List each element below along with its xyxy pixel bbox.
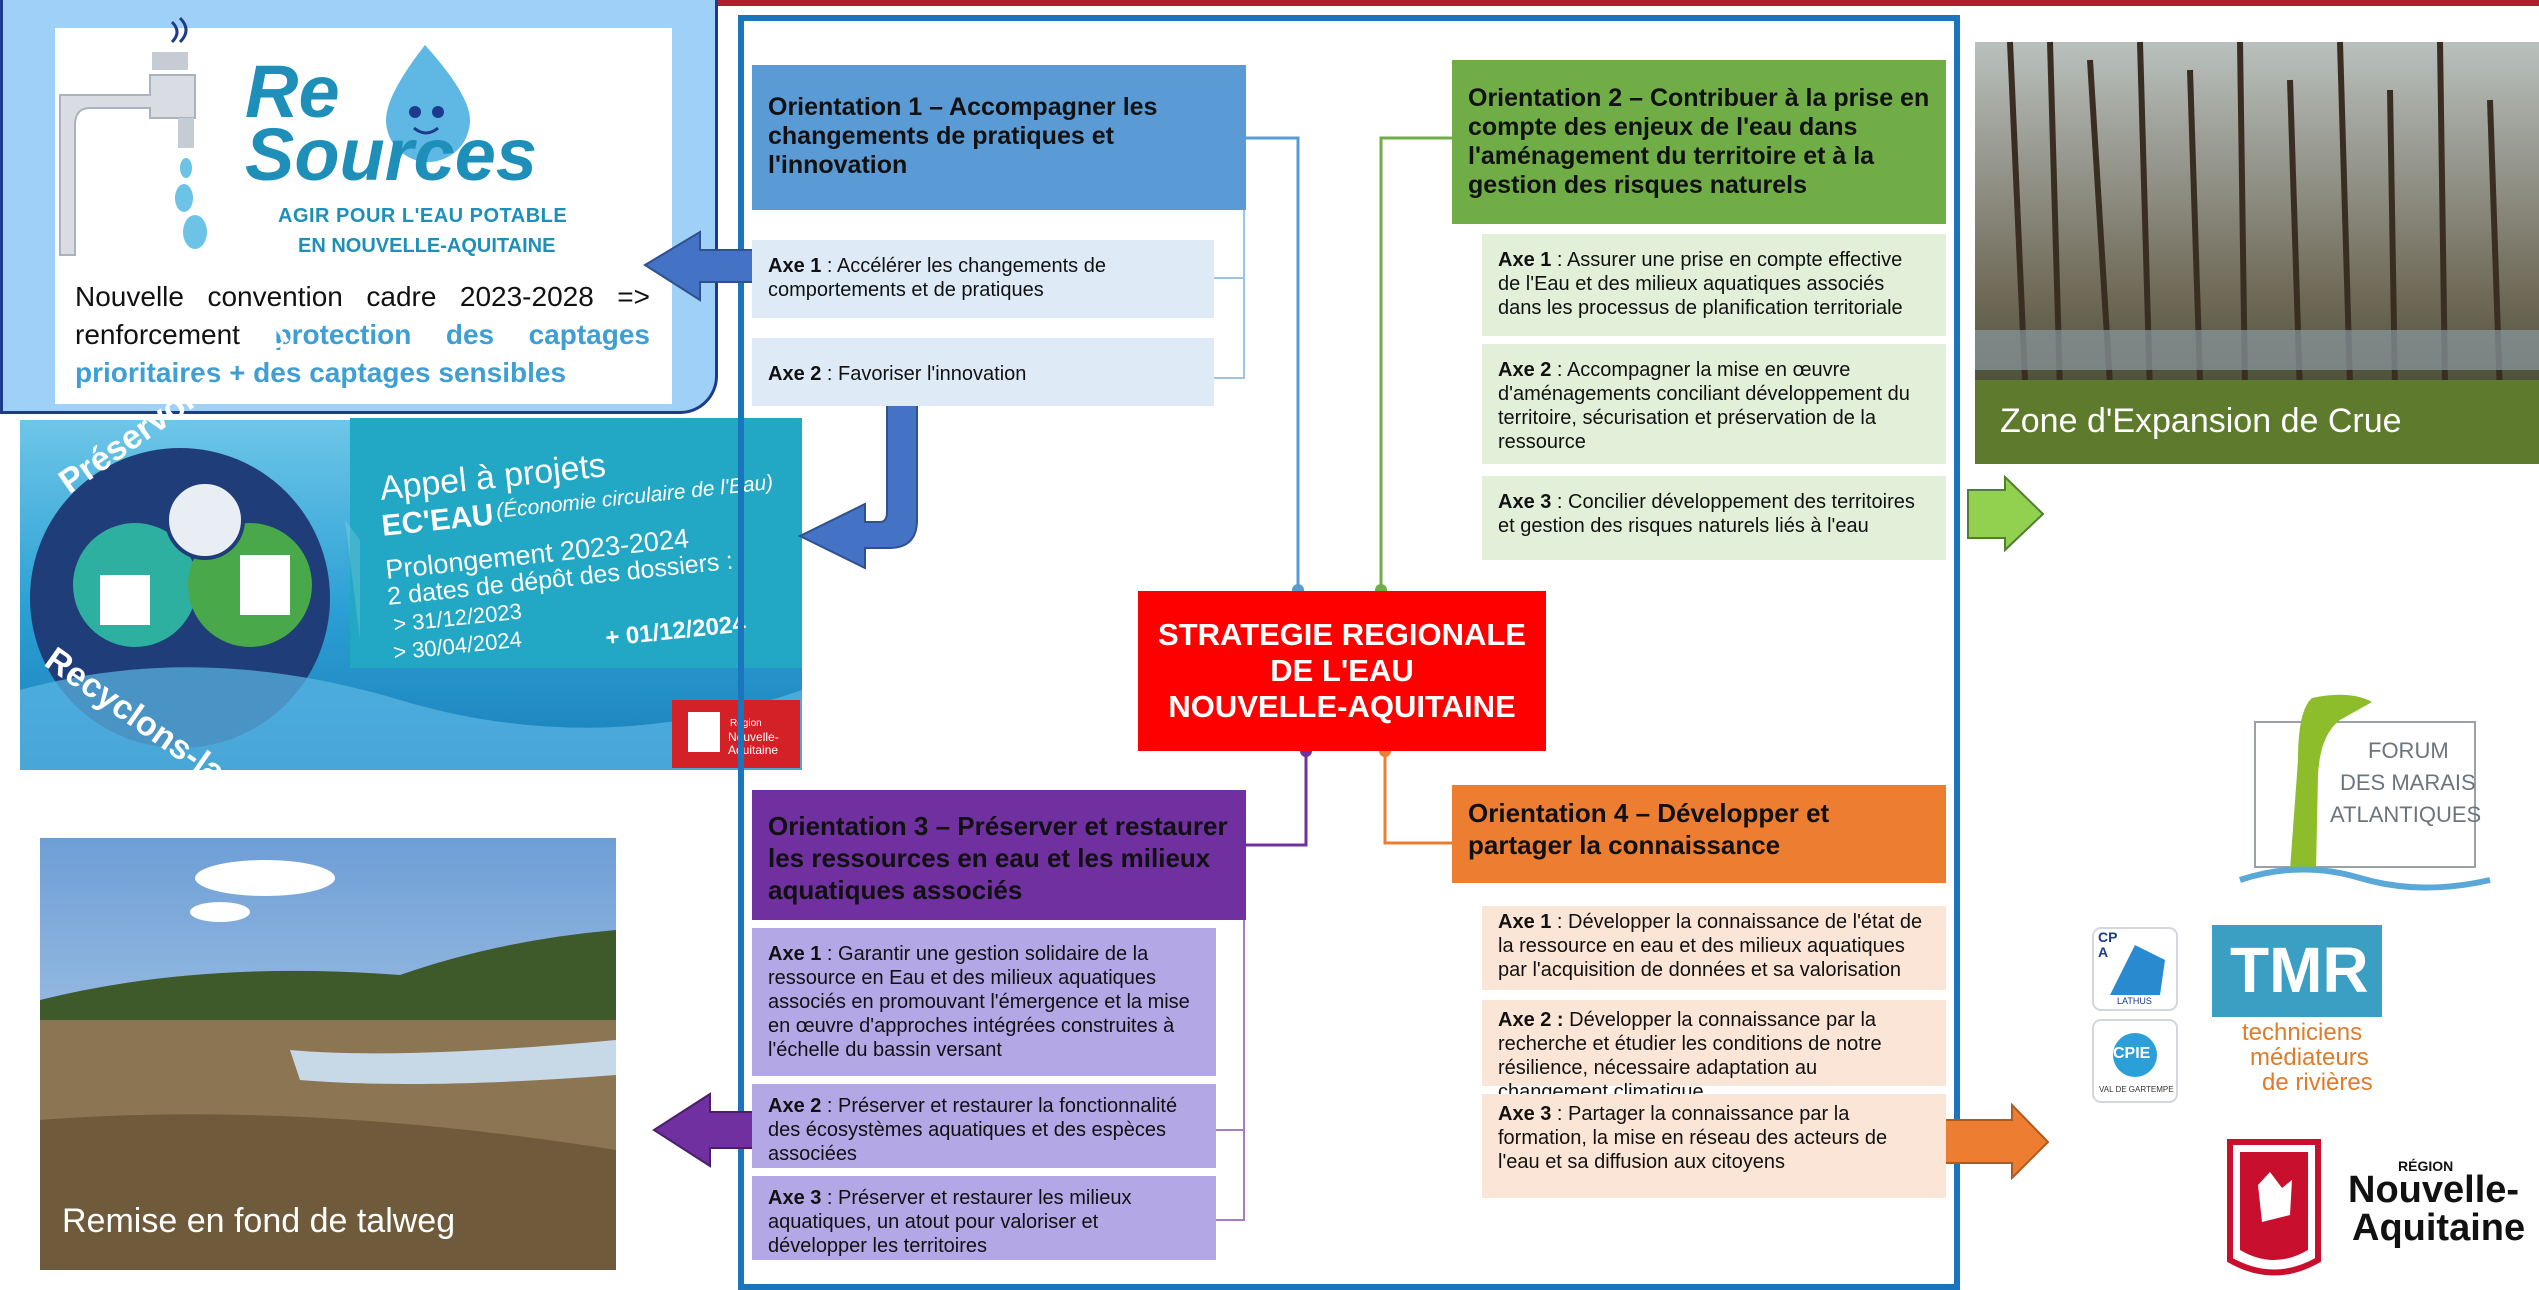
orientation-4-axe-3: Axe 3 : Partager la connaissance par la …: [1482, 1094, 1946, 1198]
orientation-2-axe-3: Axe 3 : Concilier développement des terr…: [1482, 476, 1946, 560]
eceau-info-box: [350, 418, 802, 668]
eceau-badge-small: Région: [730, 718, 762, 729]
orientation-4-header: Orientation 4 – Développer et partager l…: [1452, 785, 1946, 883]
resources-text-plain: Nouvelle convention cadre 2023-2028 => r…: [75, 281, 650, 350]
orientation-2-header: Orientation 2 – Contribuer à la prise en…: [1452, 60, 1946, 224]
axe-label: Axe 3: [1498, 491, 1552, 513]
forum-logo-line-2: DES MARAIS: [2340, 770, 2476, 795]
talweg-caption: Remise en fond de talweg: [62, 1202, 456, 1240]
orientation-1-header: Orientation 1 – Accompagner les changeme…: [752, 65, 1246, 210]
resources-logo-sources: Sources: [245, 113, 538, 196]
axe-label: Axe 2: [1498, 359, 1552, 381]
forum-logo-line-3: ATLANTIQUES: [2330, 802, 2482, 827]
axe-label: Axe 1: [1498, 249, 1552, 271]
orientation-3-axe-2: Axe 2 : Préserver et restaurer la foncti…: [752, 1084, 1216, 1168]
zec-caption: Zone d'Expansion de Crue: [2000, 402, 2402, 440]
orientation-2-axe-1: Axe 1 : Assurer une prise en compte effe…: [1482, 234, 1946, 336]
axe-label: Axe 2: [768, 363, 822, 385]
tmr-logo-line-2: médiateurs: [2250, 1044, 2369, 1071]
orientation-3-header: Orientation 3 – Préserver et restaurer l…: [752, 790, 1246, 920]
top-accent-bar: [0, 0, 2539, 6]
region-logo-line-1: Nouvelle-: [2348, 1169, 2520, 1211]
axe-text: : Garantir une gestion solidaire de la r…: [768, 943, 1190, 1061]
strategy-center-box: STRATEGIE REGIONALE DE L'EAU NOUVELLE-AQ…: [1138, 591, 1546, 751]
axe-label: Axe 1: [1498, 911, 1552, 933]
axe-label: Axe 2 :: [1498, 1009, 1564, 1031]
axe-text: : Préserver et restaurer la fonctionnali…: [768, 1095, 1178, 1165]
cpie-logo-sub: VAL DE GARTEMPE: [2099, 1085, 2174, 1094]
axe-label: Axe 1: [768, 255, 822, 277]
axe-text: Développer la connaissance par la recher…: [1498, 1009, 1882, 1103]
axe-label: Axe 3: [768, 1187, 822, 1209]
axe-text: : Concilier développement des territoire…: [1498, 491, 1915, 537]
axe-label: Axe 3: [1498, 1103, 1552, 1125]
resources-text-highlight: protection des captages prioritaires + d…: [75, 319, 650, 388]
center-line-1: STRATEGIE REGIONALE: [1157, 617, 1526, 652]
orientation-1-axe-2: Axe 2 : Favoriser l'innovation: [752, 338, 1214, 406]
resources-logo-re: Re: [245, 50, 340, 133]
orientation-3-axe-1: Axe 1 : Garantir une gestion solidaire d…: [752, 928, 1216, 1076]
axe-text: : Accélérer les changements de comportem…: [768, 255, 1106, 301]
forum-logo-line-1: FORUM: [2368, 738, 2449, 763]
orientation-2-axe-2: Axe 2 : Accompagner la mise en œuvre d'a…: [1482, 344, 1946, 464]
axe-text: : Partager la connaissance par la format…: [1498, 1103, 1888, 1173]
cpie-logo-text: CPIE: [2113, 1045, 2151, 1062]
axe-text: : Favoriser l'innovation: [821, 363, 1027, 385]
tmr-logo-line-1: techniciens: [2242, 1019, 2363, 1046]
orientation-4-axe-2: Axe 2 : Développer la connaissance par l…: [1482, 1000, 1946, 1103]
orientation-3-axe-3: Axe 3 : Préserver et restaurer les milie…: [752, 1176, 1216, 1260]
orientation-4-axe-1: Axe 1 : Développer la connaissance de l'…: [1482, 906, 1946, 990]
resources-tagline-1: AGIR POUR L'EAU POTABLE: [278, 205, 568, 227]
cpa-logo-sub: LATHUS: [2117, 996, 2152, 1006]
orientation-1-axe-1: Axe 1 : Accélérer les changements de com…: [752, 240, 1214, 318]
region-logo-line-2: Aquitaine: [2352, 1207, 2526, 1249]
axe-text: : Préserver et restaurer les milieux aqu…: [768, 1187, 1132, 1257]
resources-description: Nouvelle convention cadre 2023-2028 => r…: [75, 278, 650, 392]
axe-text: : Développer la connaissance de l'état d…: [1498, 911, 1923, 981]
axe-text: : Accompagner la mise en œuvre d'aménage…: [1498, 359, 1910, 453]
tmr-logo-text: TMR: [2230, 934, 2369, 1006]
cpa-logo-text: CPA: [2098, 929, 2118, 960]
resources-tagline-2: EN NOUVELLE-AQUITAINE: [298, 235, 556, 257]
axe-text: : Assurer une prise en compte effective …: [1498, 249, 1903, 319]
strategy-frame: [738, 15, 1960, 1290]
center-line-3: NOUVELLE-AQUITAINE: [1168, 689, 1516, 724]
axe-label: Axe 2: [768, 1095, 822, 1117]
region-logo-small: RÉGION: [2398, 1158, 2454, 1174]
center-line-2: DE L'EAU: [1270, 653, 1414, 688]
tmr-logo-line-3: de rivières: [2262, 1069, 2373, 1096]
axe-label: Axe 1: [768, 943, 822, 965]
